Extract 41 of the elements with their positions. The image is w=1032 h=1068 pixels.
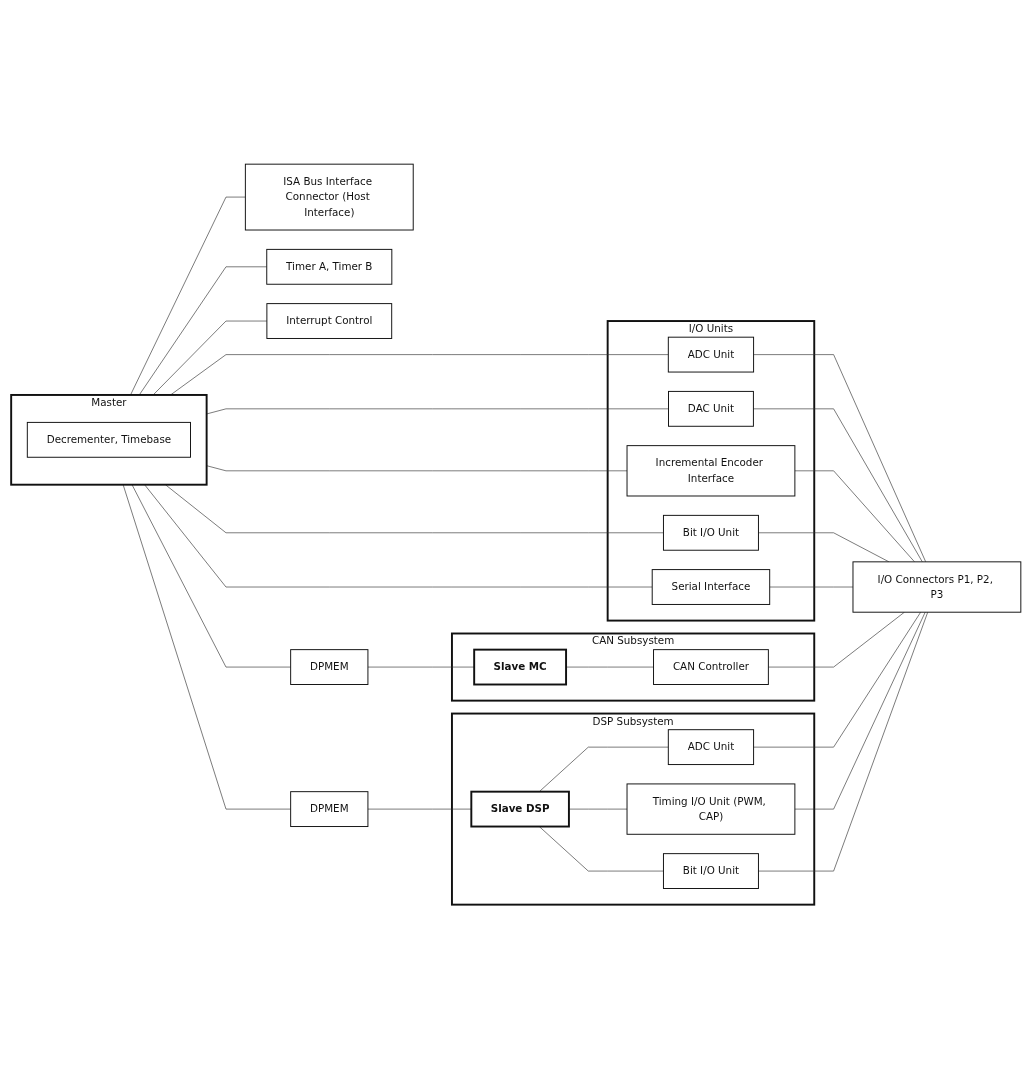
node-box: ADC Unit (667, 336, 755, 373)
node-box: Bit I/O Unit (662, 514, 759, 551)
connector (130, 196, 246, 395)
connector (122, 483, 291, 810)
connector (170, 353, 669, 395)
node-box: Incremental Encoder Interface (626, 444, 796, 497)
node-box: Bit I/O Unit (662, 852, 759, 889)
node-box: Interrupt Control (266, 302, 393, 339)
connector (753, 611, 921, 748)
node-box: Timer A, Timer B (266, 248, 393, 285)
node-box: Slave MC (473, 648, 568, 686)
connector (131, 483, 291, 667)
connector (753, 408, 923, 562)
connector (538, 746, 669, 792)
node-box: I/O Connectors P1, P2, P3 (852, 560, 1022, 613)
node-box: DAC Unit (668, 390, 754, 427)
connector (152, 320, 268, 395)
connector (165, 483, 664, 533)
connector (138, 266, 268, 395)
connector (768, 611, 905, 667)
connector (206, 464, 628, 471)
connector (206, 408, 669, 414)
node-box: Decrementer, Timebase (26, 421, 191, 458)
node-box: DPMEM (290, 648, 369, 685)
connector (367, 666, 475, 667)
node-box: CAN Controller (653, 648, 769, 685)
node-box: DPMEM (290, 790, 369, 827)
connector (144, 483, 653, 587)
node-box: Timing I/O Unit (PWM, CAP) (626, 783, 796, 835)
connector (753, 353, 927, 562)
node-box: ISA Bus Interface Connector (Host Interface) (244, 163, 414, 231)
node-box: Slave DSP (470, 790, 570, 828)
connector (794, 470, 915, 562)
connector (538, 825, 664, 871)
node-box: Serial Interface (651, 568, 771, 605)
connector (367, 808, 472, 810)
connector (794, 611, 926, 810)
connector (758, 611, 929, 871)
connector (568, 808, 628, 810)
connector (769, 586, 854, 587)
node-box: ADC Unit (667, 728, 755, 765)
